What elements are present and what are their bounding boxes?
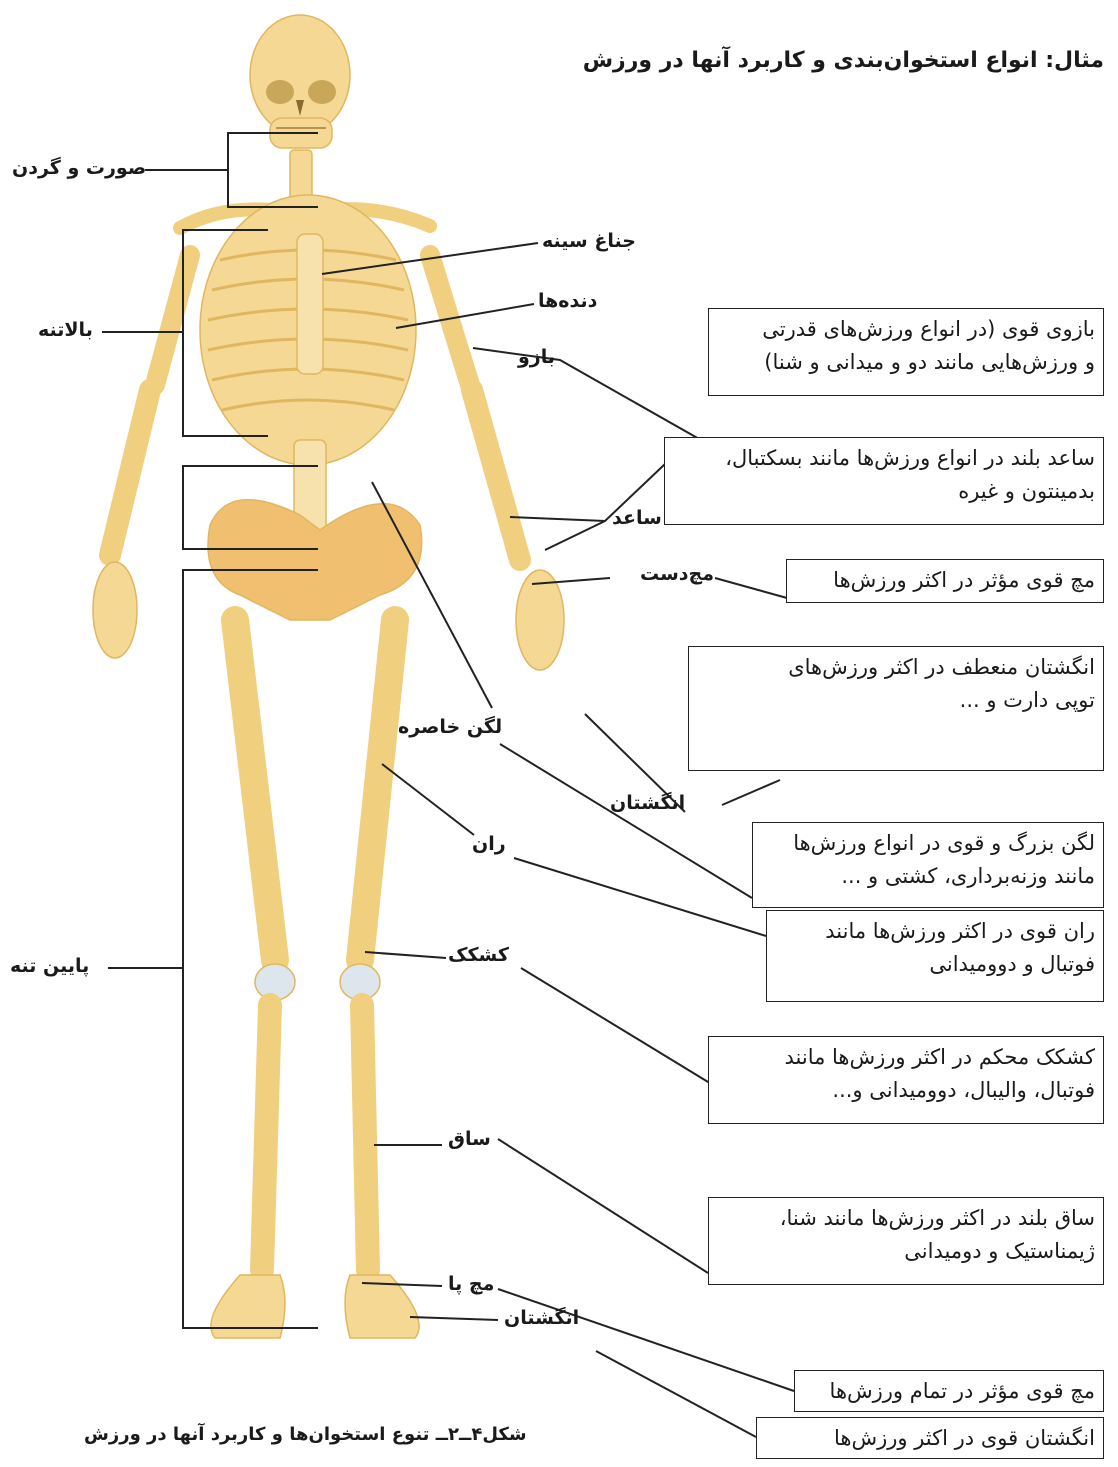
box-toes: انگشتان قوی در اکثر ورزش‌ها (756, 1417, 1104, 1459)
left-femur (235, 620, 275, 960)
box-humerus-line-1: بازوی قوی (در انواع ورزش‌های قدرتی (717, 313, 1095, 346)
right-eye-socket (308, 80, 336, 104)
box-wrist: مچ قوی مؤثر در اکثر ورزش‌ها (786, 559, 1104, 603)
box-shin: ساق بلند در اکثر ورزش‌ها مانند شنا، ژیمن… (708, 1197, 1104, 1285)
right-humerus (430, 255, 470, 385)
box-forearm-line-1: ساعد بلند در انواع ورزش‌ها مانند بسکتبال… (673, 442, 1095, 475)
box-forearm-line-2: بدمینتون و غیره (673, 475, 1095, 508)
line-humerus (473, 348, 708, 444)
box-patella-line-1: کشکک محکم در اکثر ورزش‌ها مانند (717, 1041, 1095, 1074)
line-ribs (396, 304, 534, 328)
box-toes-line-1: انگشتان قوی در اکثر ورزش‌ها (765, 1422, 1095, 1455)
right-femur (360, 620, 395, 960)
label-upper-body: بالاتنه (38, 319, 93, 342)
box-humerus-line-2: و ورزش‌هایی مانند دو و میدانی و شنا) (717, 346, 1095, 379)
line-shin-box (498, 1139, 708, 1273)
box-shin-line-2: ژیمناستیک و دومیدانی (717, 1235, 1095, 1268)
skeleton (93, 15, 564, 1338)
box-pelvis-line-2: مانند وزنه‌برداری، کشتی و ... (761, 860, 1095, 893)
label-humerus: بازو (518, 346, 555, 369)
skull (250, 15, 350, 135)
box-patella: کشکک محکم در اکثر ورزش‌ها مانند فوتبال، … (708, 1036, 1104, 1124)
line-patella (365, 952, 446, 958)
left-humerus (155, 255, 190, 385)
label-ankle: مچ پا (448, 1273, 494, 1296)
box-forearm: ساعد بلند در انواع ورزش‌ها مانند بسکتبال… (664, 437, 1104, 525)
right-hand (516, 570, 564, 670)
left-hand (93, 562, 137, 658)
box-thigh-line-2: فوتبال و دوومیدانی (775, 948, 1095, 981)
line-toes (410, 1317, 498, 1320)
right-tibia (362, 1005, 368, 1270)
label-face-neck: صورت و گردن (12, 157, 146, 180)
left-tibia (262, 1005, 270, 1270)
label-shin: ساق (448, 1128, 491, 1151)
box-fingers-line-2: توپی دارت و ... (697, 684, 1095, 717)
sternum (297, 234, 323, 374)
line-ankle-box (498, 1289, 794, 1391)
line-wrist-box (715, 578, 787, 598)
box-wrist-line-1: مچ قوی مؤثر در اکثر ورزش‌ها (795, 564, 1095, 597)
box-humerus: بازوی قوی (در انواع ورزش‌های قدرتی و ورز… (708, 308, 1104, 396)
line-fingers-box (722, 780, 780, 805)
box-ankle-line-1: مچ قوی مؤثر در تمام ورزش‌ها (803, 1375, 1095, 1408)
box-thigh: ران قوی در اکثر ورزش‌ها مانند فوتبال و د… (766, 910, 1104, 1002)
label-sternum: جناغ سینه (542, 230, 636, 253)
figure-caption: شکل۴ــ۲ــ تنوع استخوان‌ها و کاربرد آنها … (84, 1424, 527, 1445)
box-fingers-line-1: انگشتان منعطف در اکثر ورزش‌های (697, 651, 1095, 684)
label-wrist: مچ‌دست (640, 563, 714, 586)
left-eye-socket (266, 80, 294, 104)
line-toes-box (596, 1351, 756, 1437)
line-thigh (382, 764, 474, 835)
label-patella: کشکک (448, 944, 509, 967)
box-pelvis-line-1: لگن بزرگ و قوی در انواع ورزش‌ها (761, 827, 1095, 860)
box-thigh-line-1: ران قوی در اکثر ورزش‌ها مانند (775, 915, 1095, 948)
label-pelvis: لگن خاصره (398, 716, 502, 739)
box-pelvis: لگن بزرگ و قوی در انواع ورزش‌ها مانند وز… (752, 822, 1104, 908)
label-ribs: دنده‌ها (538, 290, 597, 313)
line-forearm-b (545, 521, 605, 550)
label-fingers: انگشتان (610, 792, 685, 815)
page-title: مثال: انواع استخوان‌بندی و کاربرد آنها د… (583, 48, 1104, 73)
label-forearm: ساعد (612, 507, 662, 530)
right-forearm (472, 390, 520, 560)
line-thigh-box (514, 858, 766, 936)
left-forearm (110, 390, 150, 555)
box-ankle: مچ قوی مؤثر در تمام ورزش‌ها (794, 1370, 1104, 1412)
label-thigh: ران (472, 833, 506, 856)
label-lower-body: پایین تنه (10, 955, 89, 978)
label-toes: انگشتان (504, 1307, 579, 1330)
box-patella-line-2: فوتبال، والیبال، دوومیدانی و... (717, 1074, 1095, 1107)
box-shin-line-1: ساق بلند در اکثر ورزش‌ها مانند شنا، (717, 1202, 1095, 1235)
box-fingers: انگشتان منعطف در اکثر ورزش‌های توپی دارت… (688, 646, 1104, 771)
